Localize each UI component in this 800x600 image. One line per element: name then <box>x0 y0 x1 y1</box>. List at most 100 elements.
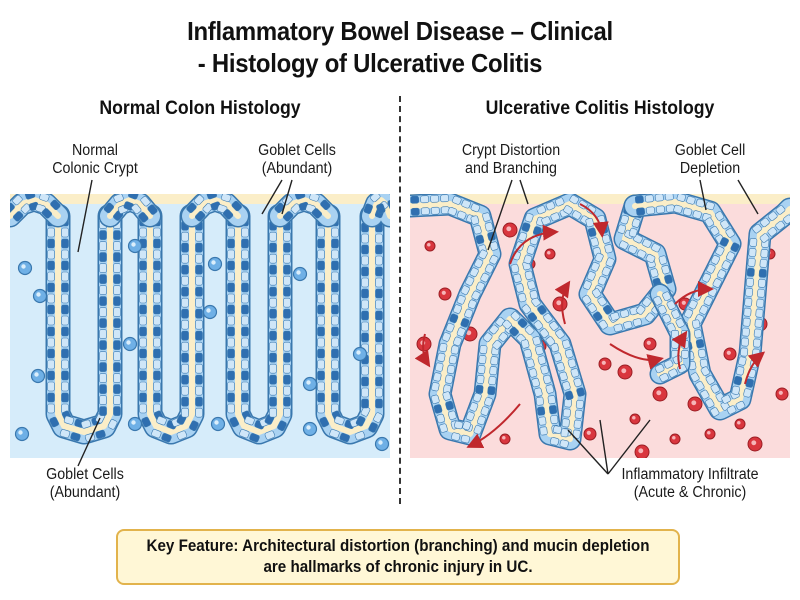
goblet-cell <box>139 282 147 293</box>
inflammatory-cell-nucleus <box>556 300 562 306</box>
lamina-cell-nucleus <box>131 242 136 247</box>
crypt-lumen <box>147 213 195 435</box>
epithelial-cell <box>176 430 188 440</box>
epithelial-cell <box>181 319 189 330</box>
goblet-cell <box>61 260 69 271</box>
crypt-lumen <box>632 199 790 412</box>
epithelial-cell <box>741 327 750 337</box>
goblet-cell <box>241 326 249 337</box>
epithelial-cell <box>140 196 151 207</box>
epithelial-cell <box>456 210 467 220</box>
epithelial-cell <box>646 206 655 215</box>
goblet-cell <box>153 392 161 403</box>
epithelial-cell <box>642 238 652 248</box>
epithelial-cell <box>515 283 525 293</box>
goblet-cell <box>361 266 369 277</box>
epithelial-cell <box>181 363 189 374</box>
leader-infiltrate-2 <box>599 419 609 475</box>
epithelial-cell <box>153 271 161 282</box>
goblet-cell <box>331 348 339 359</box>
goblet-cell <box>719 237 729 247</box>
epithelial-cell <box>61 293 69 304</box>
epithelial-cell <box>705 398 715 409</box>
goblet-cell <box>249 433 260 443</box>
epithelial-cell <box>480 406 490 416</box>
epithelial-cell <box>740 347 749 357</box>
epithelial-cell <box>430 194 440 203</box>
epithelial-cell <box>757 278 766 288</box>
epithelial-cell <box>620 214 629 225</box>
epithelial-cell <box>642 297 652 307</box>
epithelial-cell <box>61 337 69 348</box>
goblet-cell <box>269 330 277 341</box>
epithelial-cell <box>545 201 556 211</box>
goblet-cell <box>331 260 339 271</box>
epithelial-cell <box>735 400 746 410</box>
epithelial-cell <box>563 205 573 215</box>
epithelial-cell <box>549 321 559 331</box>
epithelial-cell <box>632 318 643 327</box>
goblet-cell <box>195 211 206 222</box>
lamina-cell-nucleus <box>378 440 383 445</box>
epithelial-cell <box>375 233 383 244</box>
epithelial-cell <box>477 415 486 426</box>
goblet-cell <box>99 406 107 416</box>
epithelial-cell <box>598 319 608 330</box>
epithelial-cell <box>561 381 571 391</box>
epithelial-cell <box>594 252 604 263</box>
epithelial-cell <box>743 307 752 317</box>
epithelial-cell <box>99 351 107 361</box>
epithelial-cell <box>682 207 693 217</box>
epithelial-cell <box>691 319 701 329</box>
epithelial-cell <box>703 296 713 306</box>
epithelial-cell <box>331 315 339 326</box>
epithelial-cell <box>520 339 530 349</box>
epithelial-cell <box>538 416 547 426</box>
goblet-cell <box>227 238 235 249</box>
goblet-cell <box>50 199 61 210</box>
epithelial-cell <box>564 349 574 359</box>
epithelial-cell <box>524 212 534 223</box>
goblet-cell <box>49 416 59 428</box>
epithelial-cell <box>269 231 277 242</box>
epithelial-cell <box>700 389 710 400</box>
epithelial-cell <box>597 296 607 307</box>
goblet-cell <box>269 374 277 385</box>
epithelial-cell <box>513 273 522 283</box>
goblet-cell <box>241 282 249 293</box>
epithelial-cell <box>575 399 584 409</box>
epithelial-cell <box>113 373 121 383</box>
epithelial-cell <box>99 373 107 383</box>
leader-normal-crypt <box>77 179 93 253</box>
goblet-cell <box>361 398 369 409</box>
epithelial-cell <box>601 266 611 277</box>
epithelial-cell <box>227 403 235 414</box>
epithelial-cell <box>334 415 345 426</box>
goblet-cell <box>283 211 294 222</box>
epithelial-cell <box>710 407 720 417</box>
epithelial-cell <box>195 363 203 374</box>
goblet-cell <box>361 244 369 255</box>
epithelial-cell <box>283 385 291 396</box>
crypt-lumen <box>410 201 668 442</box>
epithelial-cell <box>570 368 580 378</box>
epithelial-cell <box>331 293 339 304</box>
epithelial-cell <box>597 275 607 286</box>
goblet-cell <box>181 352 189 363</box>
goblet-cell <box>387 199 390 210</box>
normal-heading: Normal Colon Histology <box>99 98 301 119</box>
epithelial-cell <box>651 243 661 253</box>
epithelial-cell <box>283 341 291 352</box>
uc-crypts-group <box>410 194 790 451</box>
goblet-cell <box>449 313 459 324</box>
goblet-cell <box>363 203 373 214</box>
flow-arrow <box>671 330 688 370</box>
inflammatory-cell-nucleus <box>726 350 731 355</box>
label-normal-crypt: Normal Colonic Crypt <box>35 142 155 178</box>
epithelial-cell <box>470 203 481 213</box>
epithelial-cell <box>80 419 92 429</box>
epithelial-cell <box>726 405 737 415</box>
goblet-cell <box>317 348 325 359</box>
epithelial-cell <box>220 194 232 203</box>
epithelial-cell <box>720 219 730 230</box>
